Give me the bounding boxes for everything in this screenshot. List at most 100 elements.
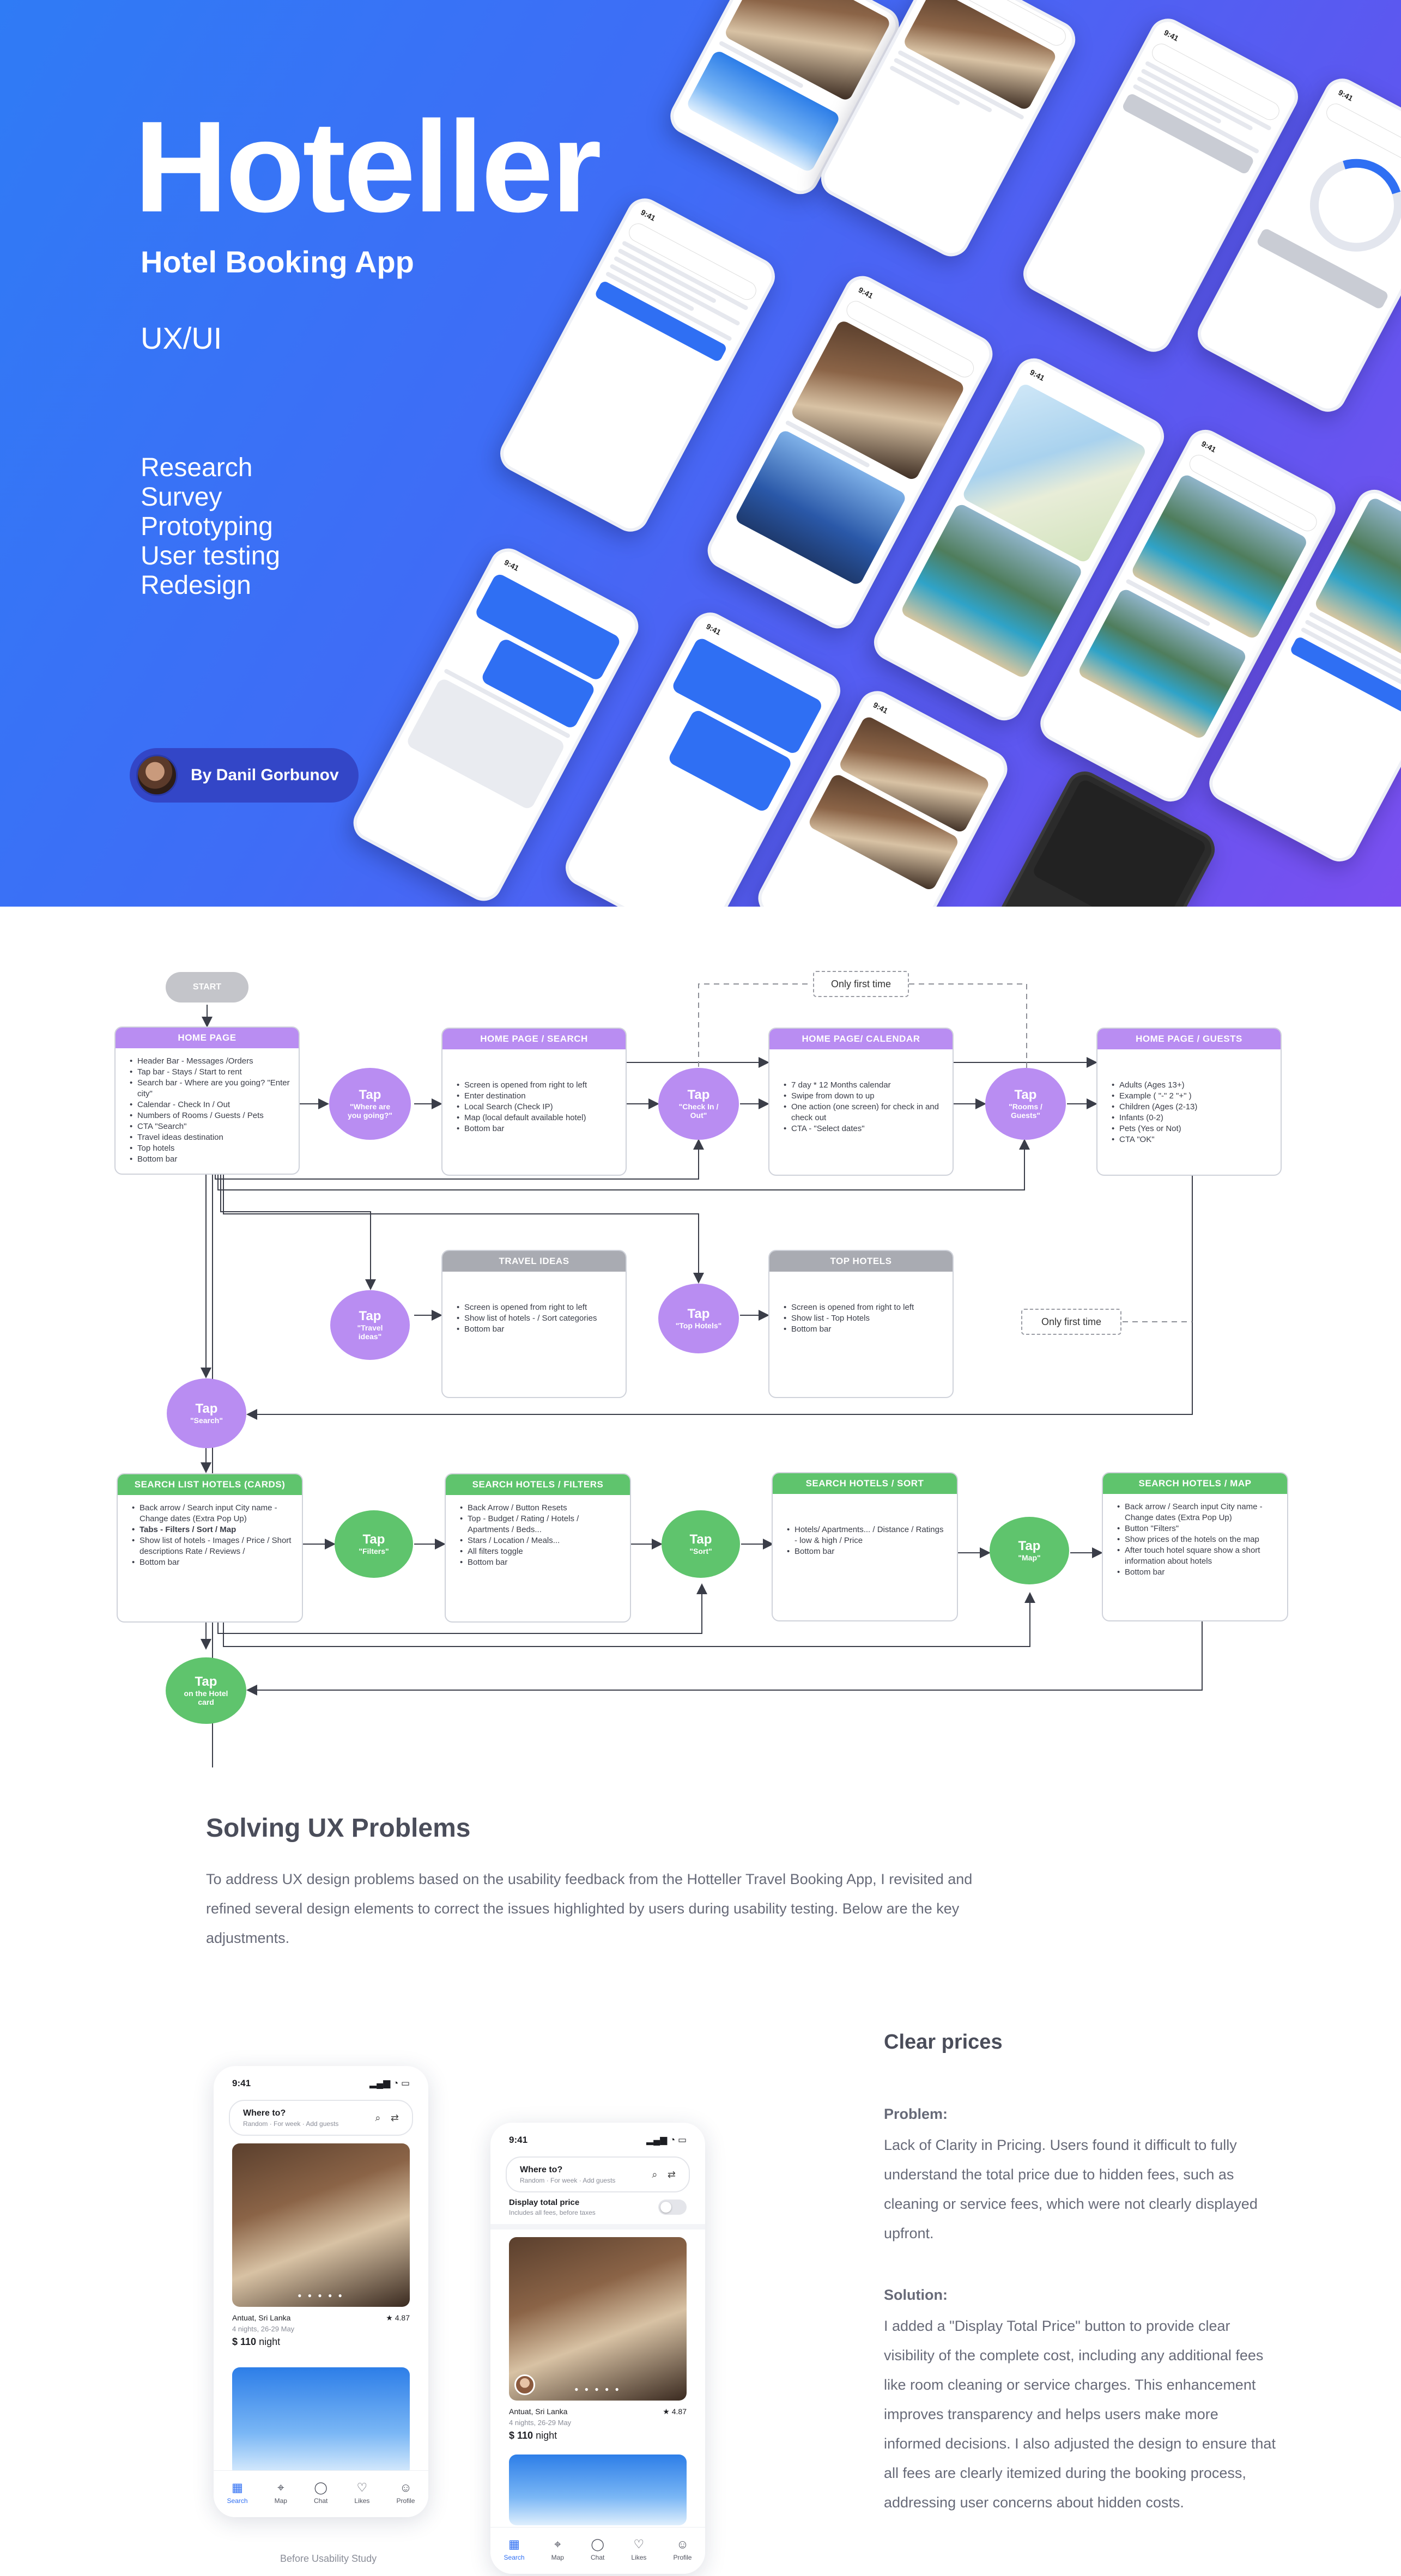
hotel-price: $ 110 night <box>509 2430 557 2441</box>
solution-text: I added a "Display Total Price" button t… <box>884 2318 1276 2511</box>
flow-connectors <box>201 983 1203 1767</box>
node-home-page: HOME PAGE Header Bar - Messages /Orders … <box>114 1026 300 1175</box>
filter-icon[interactable]: ⇄ <box>390 2112 399 2123</box>
tap-hotel-card: Tap on the Hotel card <box>166 1657 246 1724</box>
before-caption: Before Usability Study <box>280 2553 377 2564</box>
flow-start: START <box>166 972 248 1003</box>
service-item: Research <box>141 453 253 482</box>
tab-likes[interactable]: ♡Likes <box>354 2480 370 2505</box>
hero-phone-mockup: 9:41 <box>494 192 781 538</box>
hotel-photo[interactable] <box>232 2367 410 2476</box>
search-bar[interactable]: Where to? Random · For week · Add guests… <box>506 2156 690 2192</box>
node-search-filters: SEARCH HOTELS / FILTERS Back Arrow / But… <box>445 1473 631 1623</box>
stay-dates: 4 nights, 26-29 May <box>509 2419 572 2427</box>
profile-icon: ☺ <box>676 2537 689 2551</box>
node-search-map: SEARCH HOTELS / MAP Back arrow / Search … <box>1102 1472 1288 1621</box>
hero-subtitle: Hotel Booking App <box>141 245 414 279</box>
carousel-dots: ● ● ● ● ● <box>574 2385 621 2393</box>
hotel-photo[interactable]: ● ● ● ● ● <box>509 2237 687 2401</box>
hero-section: 9:41 9:41 9:41 9:41 9:41 9:41 9:41 9:41 … <box>0 0 1401 907</box>
heart-icon: ♡ <box>633 2537 645 2551</box>
node-home-calendar: HOME PAGE/ CALENDAR 7 day * 12 Months ca… <box>768 1028 954 1176</box>
hotel-photo[interactable] <box>509 2455 687 2525</box>
profile-icon: ☺ <box>399 2480 412 2494</box>
tap-rooms-guests: Tap "Rooms / Guests" <box>985 1068 1066 1140</box>
service-item: Prototyping <box>141 512 273 541</box>
hero-title: Hoteller <box>134 95 602 239</box>
node-travel-ideas: TRAVEL IDEAS Screen is opened from right… <box>441 1250 627 1398</box>
node-search-sort: SEARCH HOTELS / SORT Hotels/ Apartments.… <box>772 1472 958 1621</box>
service-item: User testing <box>141 542 281 570</box>
search-icon: ▦ <box>232 2480 243 2494</box>
hotel-rating: ★ 4.87 <box>663 2407 687 2416</box>
search-bar[interactable]: Where to? Random · For week · Add guests… <box>229 2100 413 2136</box>
search-icon[interactable]: ⌕ <box>375 2112 381 2123</box>
chat-icon: ◯ <box>314 2480 327 2494</box>
display-total-price-row: Display total price Includes all fees, b… <box>509 2198 687 2216</box>
tap-map: Tap "Map" <box>990 1517 1069 1584</box>
hotel-location: Antuat, Sri Lanka <box>232 2313 291 2322</box>
tab-profile[interactable]: ☺Profile <box>396 2480 415 2505</box>
problem-text: Lack of Clarity in Pricing. Users found … <box>884 2137 1258 2241</box>
hero-discipline: UX/UI <box>141 321 222 355</box>
tap-travel-ideas: Tap "Travel ideas" <box>330 1290 410 1360</box>
hotel-photo[interactable]: ● ● ● ● ● <box>232 2143 410 2307</box>
user-flow-section: START HOME PAGE Header Bar - Messages /O… <box>0 907 1401 1767</box>
hero-services-list: Research Survey Prototyping User testing… <box>141 453 280 600</box>
node-home-guests: HOME PAGE / GUESTS Adults (Ages 13+) Exa… <box>1096 1028 1282 1176</box>
tab-map[interactable]: ⌖Map <box>551 2537 564 2561</box>
tap-filters: Tap "Filters" <box>335 1510 413 1578</box>
problem-label: Problem: <box>884 2106 948 2122</box>
section-intro: To address UX design problems based on t… <box>206 1871 973 1946</box>
phone-after-usability: 9:41 ▂▄▆ ◔ ▭ Where to? Random · For week… <box>490 2123 705 2574</box>
search-icon[interactable]: ⌕ <box>652 2168 658 2180</box>
note-only-first-time: Only first time <box>813 971 909 997</box>
carousel-dots: ● ● ● ● ● <box>298 2292 344 2299</box>
note-only-first-time: Only first time <box>1021 1309 1121 1335</box>
status-icons: ▂▄▆ ◔ ▭ <box>646 2135 687 2145</box>
stay-dates: 4 nights, 26-29 May <box>232 2325 295 2333</box>
tap-check-in-out: Tap "Check In / Out" <box>658 1068 739 1140</box>
solution-label: Solution: <box>884 2287 948 2303</box>
node-top-hotels: TOP HOTELS Screen is opened from right t… <box>768 1250 954 1398</box>
tab-profile[interactable]: ☺Profile <box>673 2537 692 2561</box>
service-item: Redesign <box>141 571 251 600</box>
status-time: 9:41 <box>509 2135 528 2145</box>
status-time: 9:41 <box>232 2078 251 2088</box>
section-title: Solving UX Problems <box>206 1814 471 1843</box>
service-item: Survey <box>141 483 222 512</box>
tab-chat[interactable]: ◯Chat <box>313 2480 328 2505</box>
tab-search[interactable]: ▦Search <box>227 2480 248 2505</box>
chat-icon: ◯ <box>591 2537 604 2551</box>
heart-icon: ♡ <box>356 2480 368 2494</box>
map-pin-icon: ⌖ <box>277 2480 284 2494</box>
tap-top-hotels: Tap "Top Hotels" <box>658 1284 739 1353</box>
display-total-price-toggle[interactable] <box>658 2200 687 2215</box>
bottom-tab-bar: ▦Search ⌖Map ◯Chat ♡Likes ☺Profile <box>214 2470 428 2517</box>
tap-search: Tap "Search" <box>167 1378 246 1448</box>
filter-icon[interactable]: ⇄ <box>667 2168 676 2180</box>
tab-chat[interactable]: ◯Chat <box>590 2537 605 2561</box>
tab-search[interactable]: ▦Search <box>504 2537 525 2561</box>
bottom-tab-bar: ▦Search ⌖Map ◯Chat ♡Likes ☺Profile <box>490 2527 705 2574</box>
hotel-price: $ 110 night <box>232 2336 281 2347</box>
map-pin-icon: ⌖ <box>554 2537 561 2551</box>
tab-map[interactable]: ⌖Map <box>274 2480 287 2505</box>
tab-likes[interactable]: ♡Likes <box>631 2537 647 2561</box>
divider <box>490 2224 705 2229</box>
host-avatar <box>514 2374 535 2395</box>
node-home-search: HOME PAGE / SEARCH Screen is opened from… <box>441 1028 627 1176</box>
hotel-location: Antuat, Sri Lanka <box>509 2407 568 2416</box>
author-avatar <box>136 755 178 796</box>
node-search-list: SEARCH LIST HOTELS (CARDS) Back arrow / … <box>117 1473 303 1623</box>
phone-before-usability: 9:41 ▂▄▆ ◔ ▭ Where to? Random · For week… <box>214 2066 428 2517</box>
tap-where-are-you-going: Tap "Where are you going?" <box>329 1068 411 1140</box>
status-icons: ▂▄▆ ◔ ▭ <box>369 2078 410 2088</box>
solving-ux-section: Solving UX Problems To address UX design… <box>0 1767 1401 2576</box>
search-icon: ▦ <box>508 2537 520 2551</box>
author-name: By Danil Gorbunov <box>191 766 339 784</box>
hotel-rating: ★ 4.87 <box>386 2313 410 2322</box>
author-badge: By Danil Gorbunov <box>130 748 359 803</box>
tap-sort: Tap "Sort" <box>662 1510 740 1578</box>
clear-prices-title: Clear prices <box>884 2031 1003 2053</box>
